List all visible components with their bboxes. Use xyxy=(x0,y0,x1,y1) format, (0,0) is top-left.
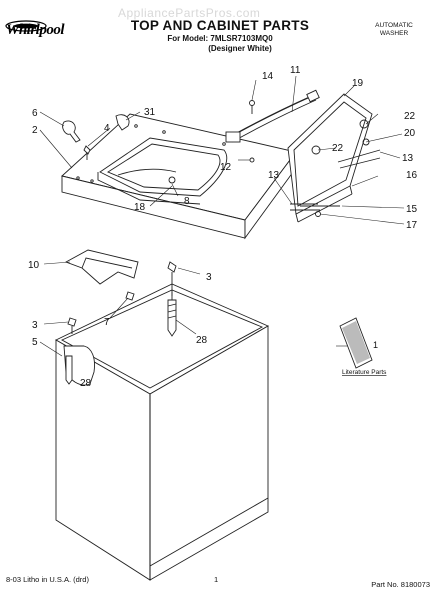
watermark: AppliancePartsPros.com xyxy=(118,6,261,20)
callout-20: 20 xyxy=(404,128,416,139)
callout-8: 8 xyxy=(184,196,190,207)
lid-assembly xyxy=(287,93,381,223)
page-number: 1 xyxy=(214,575,219,584)
brand-logo: Whirlpool xyxy=(6,22,65,38)
lid-switch-harness xyxy=(225,89,320,163)
callout-16: 16 xyxy=(406,170,418,181)
callout-19: 19 xyxy=(352,78,364,89)
callout-18: 18 xyxy=(134,202,146,213)
part-number: Part No. 8180073 xyxy=(371,580,430,589)
callout-11: 11 xyxy=(290,65,301,76)
page-title: TOP AND CABINET PARTS xyxy=(130,18,310,33)
callout-3-upper: 3 xyxy=(206,272,212,283)
callout-2: 2 xyxy=(32,125,38,136)
callout-4: 4 xyxy=(104,123,110,134)
top-assembly xyxy=(61,113,297,240)
callout-13-right: 13 xyxy=(402,153,414,164)
callout-28-lower: 28 xyxy=(80,378,92,389)
whirlpool-logo-swoosh-icon xyxy=(5,20,47,32)
print-info: 8-03 Litho in U.S.A. (drd) xyxy=(6,575,89,584)
callout-13-left: 13 xyxy=(268,170,280,181)
callout-12: 12 xyxy=(220,162,232,173)
callout-15: 15 xyxy=(406,204,418,215)
literature-parts-label: Literature Parts xyxy=(342,369,387,376)
callout-5: 5 xyxy=(32,337,38,348)
model-line: For Model: 7MLSR7103MQ0 xyxy=(167,34,273,43)
callout-10: 10 xyxy=(28,260,40,271)
model-variant: (Designer White) xyxy=(208,44,272,53)
cabinet-assembly xyxy=(55,283,269,581)
callout-22-center: 22 xyxy=(332,143,344,154)
product-type: AUTOMATIC WASHER xyxy=(375,22,413,37)
hinge-clip-part xyxy=(62,120,81,143)
callout-14: 14 xyxy=(262,71,274,82)
callout-6: 6 xyxy=(32,108,38,119)
callout-3-lower: 3 xyxy=(32,320,38,331)
callout-17: 17 xyxy=(406,220,418,231)
callout-28-upper: 28 xyxy=(196,335,208,346)
callout-31: 31 xyxy=(144,107,156,118)
callout-1: 1 xyxy=(373,340,378,350)
callout-7: 7 xyxy=(104,317,110,328)
callout-22-right: 22 xyxy=(404,111,416,122)
bracket-part xyxy=(64,249,139,285)
